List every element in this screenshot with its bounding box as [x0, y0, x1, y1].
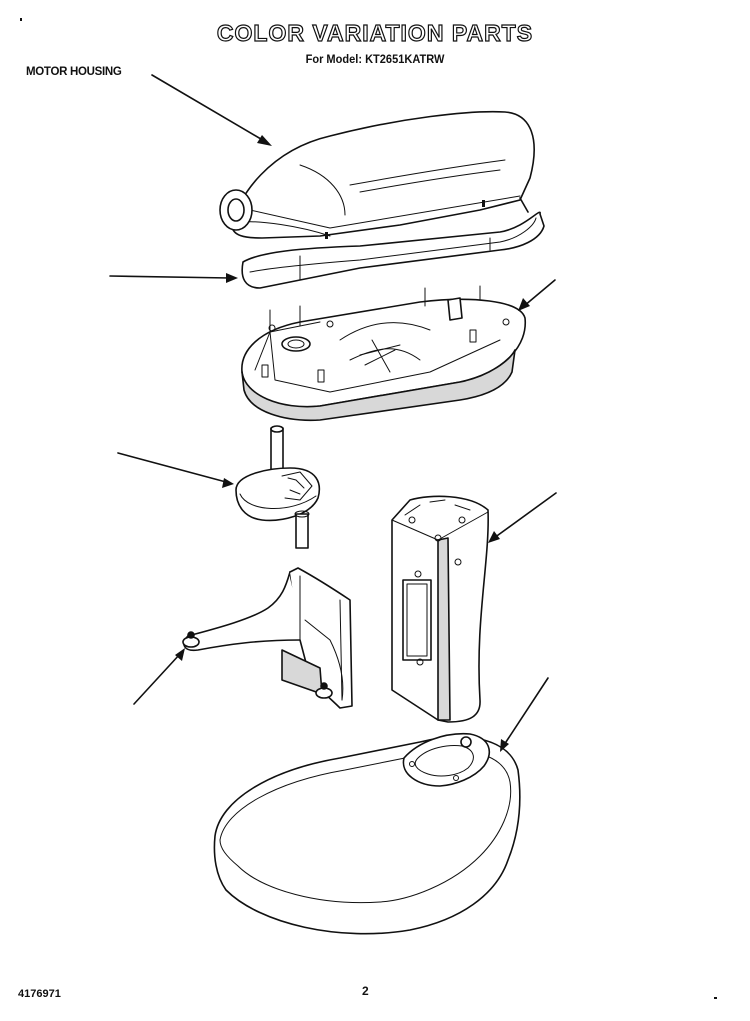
motor-housing-label: MOTOR HOUSING — [26, 66, 122, 78]
pedestal-column-part — [391, 495, 489, 723]
speck — [20, 18, 22, 21]
leader-arrows — [109, 74, 557, 752]
gear-housing-part — [241, 285, 526, 422]
page-number: 2 — [362, 984, 369, 998]
planetary-part — [235, 425, 321, 549]
trim-band-part — [241, 211, 545, 289]
document-number: 4176971 — [18, 988, 61, 1000]
bowl-clamping-plate-part — [182, 567, 353, 709]
base-part — [213, 732, 521, 935]
model-subtitle: For Model: KT2651KATRW — [305, 52, 445, 66]
motor-housing-part — [219, 110, 535, 239]
speck — [714, 997, 717, 999]
page-title: COLOR VARIATION PARTS — [216, 19, 534, 46]
